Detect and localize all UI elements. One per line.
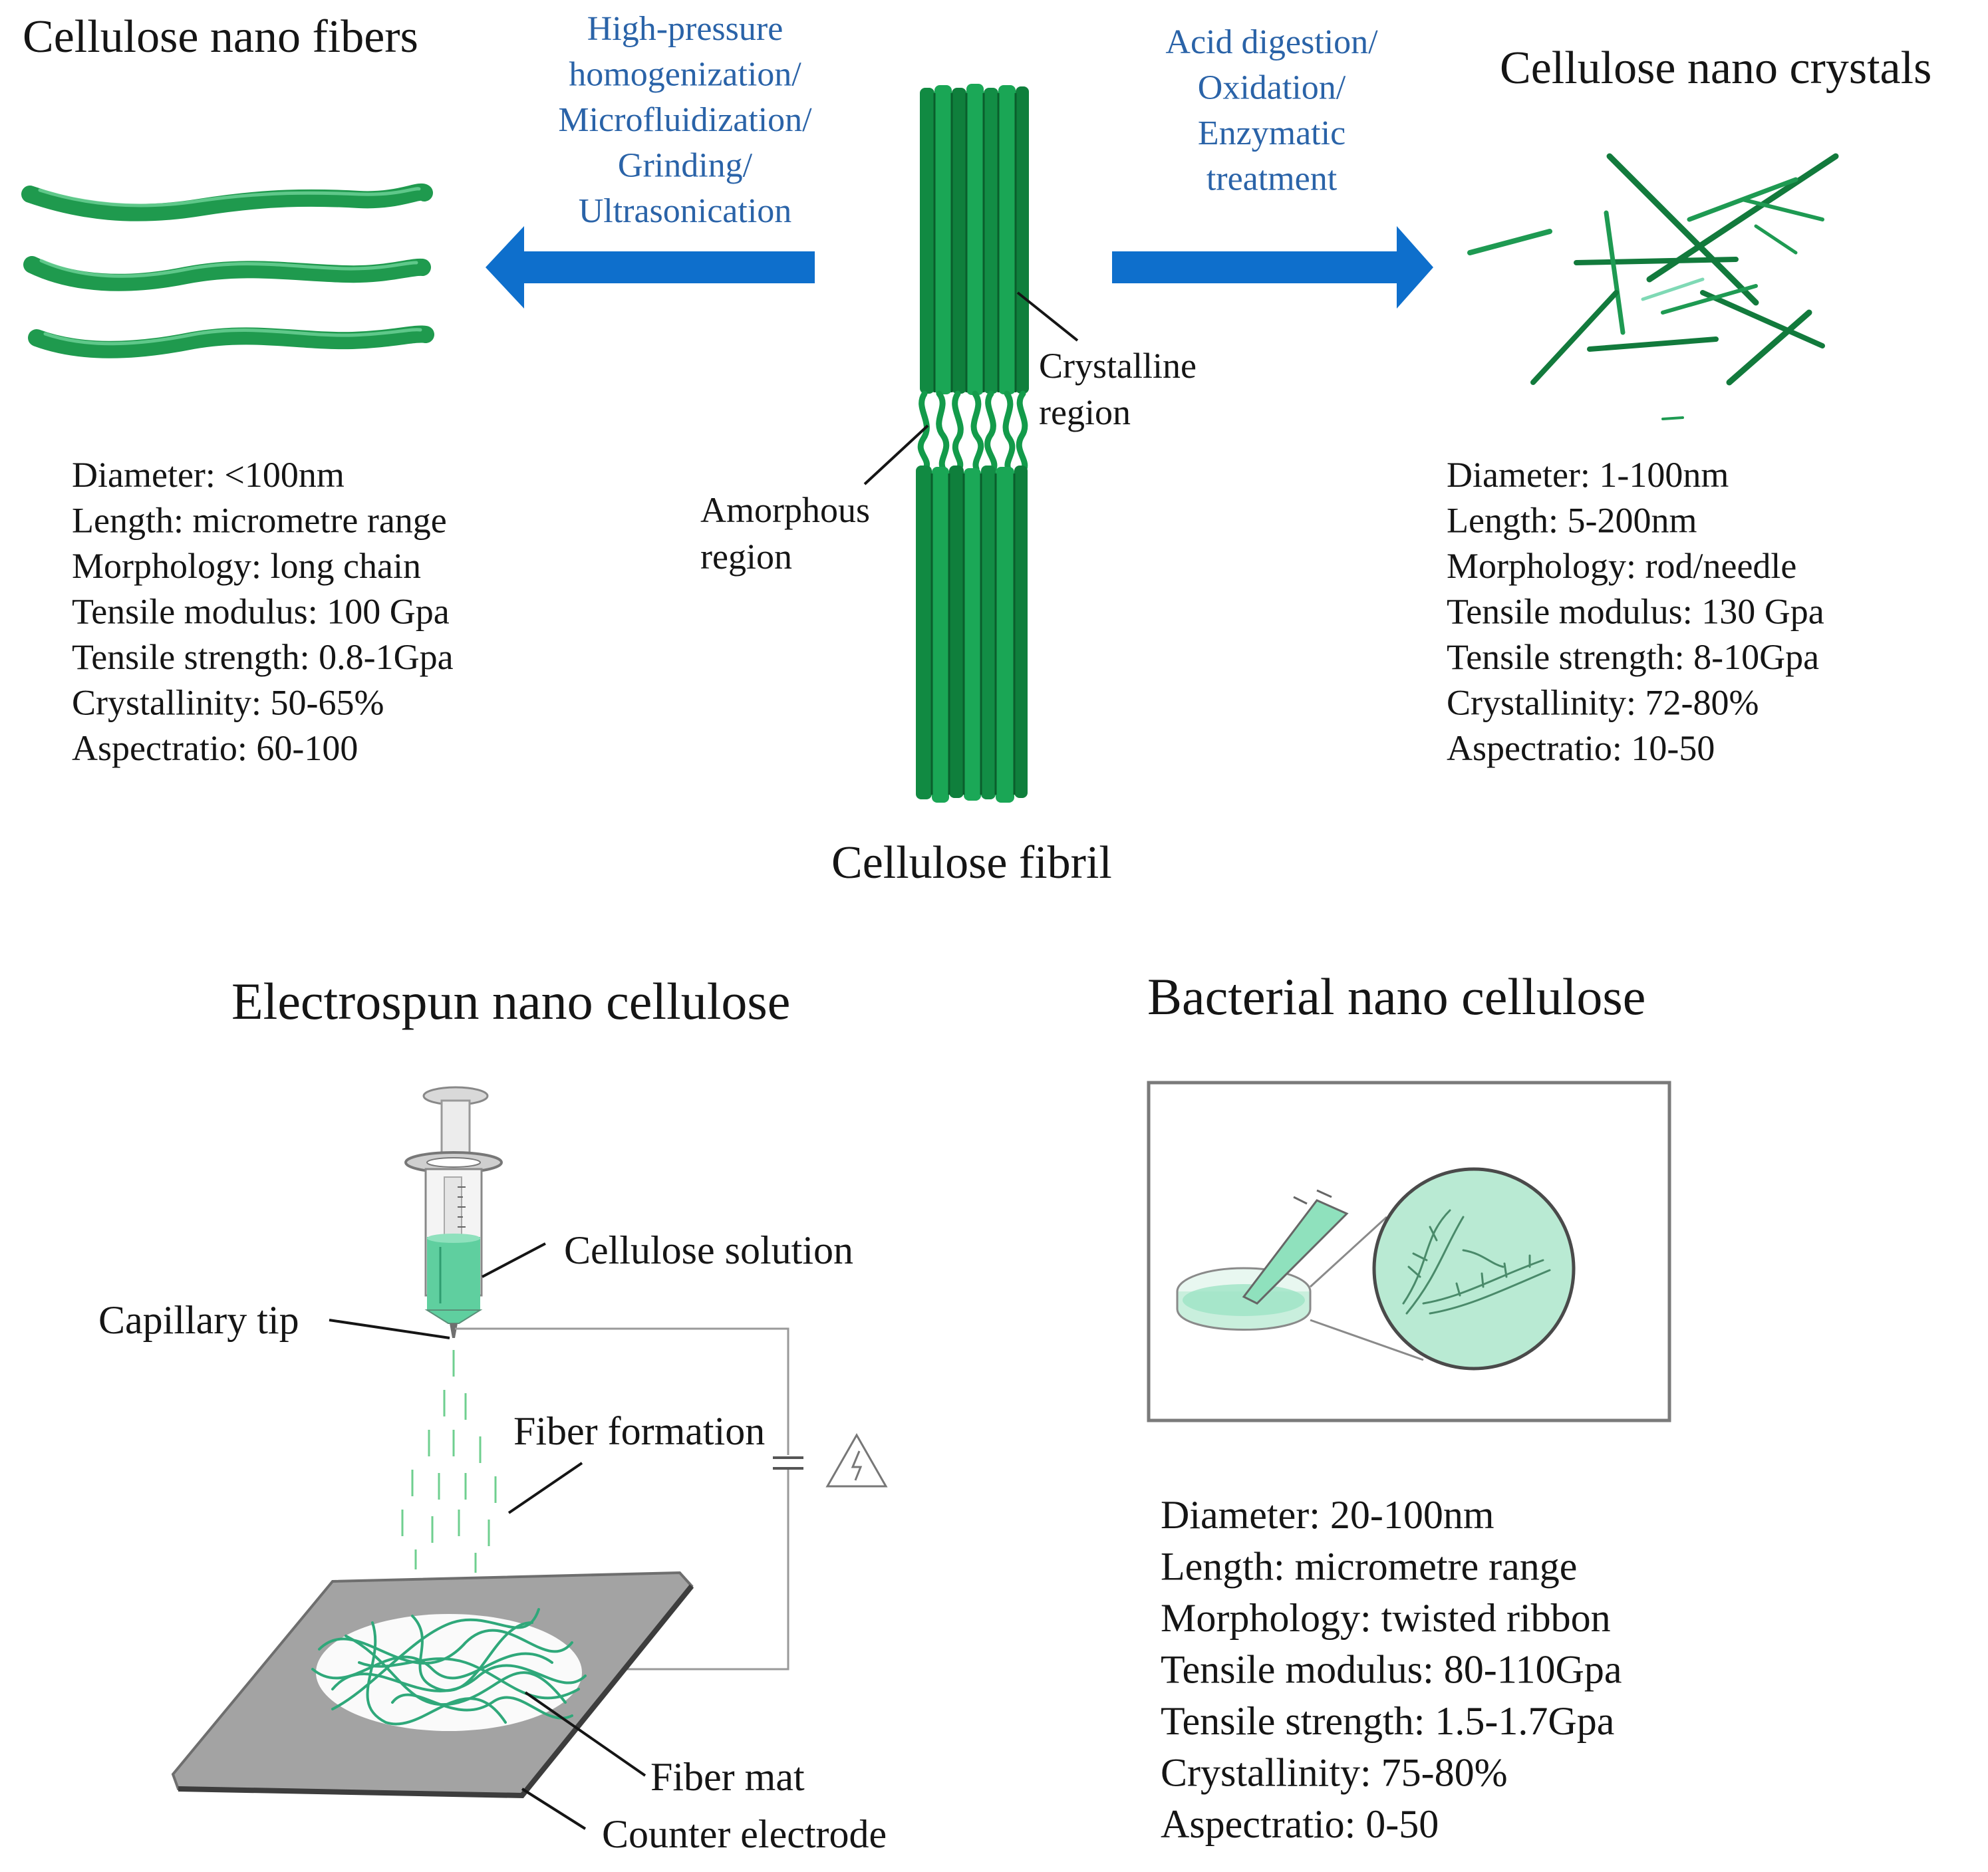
crystalline-region-label: Crystalline region — [1039, 346, 1197, 432]
cnf-fiber-1-highlight — [38, 187, 421, 207]
bacterial-property-6: Crystallinity: 75-80% — [1161, 1751, 1508, 1795]
cnf-property-4: Tensile modulus: 100 Gpa — [72, 592, 450, 632]
fiber-mat-patch — [316, 1614, 582, 1731]
mat-leader-line — [524, 1691, 646, 1777]
capillary-leader-line — [329, 1319, 450, 1339]
cnc-title: Cellulose nano crystals — [1500, 43, 1931, 94]
cnc-property-7: Aspectratio: 10-50 — [1447, 728, 1715, 768]
left-process-line-5: Ultrasonication — [579, 192, 792, 230]
cellulose-solution-fill — [427, 1237, 480, 1310]
pipette-icon — [1242, 1199, 1349, 1305]
cnc-property-4: Tensile modulus: 130 Gpa — [1447, 592, 1824, 632]
solution-leader-line — [482, 1242, 546, 1278]
bacterial-property-7: Aspectratio: 0-50 — [1161, 1802, 1439, 1846]
fibril-amorphous-region — [917, 390, 1028, 472]
bacterial-property-1: Diameter: 20-100nm — [1161, 1493, 1494, 1537]
circuit-wire — [455, 1327, 789, 1455]
cnf-fiber-2 — [23, 256, 431, 291]
cnf-fiber-3-highlight — [43, 328, 422, 346]
crystalline-label-line-2: region — [1039, 392, 1131, 432]
cellulose-solution-label: Cellulose solution — [564, 1228, 853, 1272]
bacterial-property-5: Tensile strength: 1.5-1.7Gpa — [1161, 1699, 1614, 1743]
crystalline-label-line-1: Crystalline — [1039, 346, 1197, 386]
fibril-upper-crystalline — [920, 84, 1029, 395]
cnc-property-1: Diameter: 1-100nm — [1447, 455, 1729, 495]
crystalline-leader-line — [1016, 291, 1079, 342]
cnf-property-2: Length: micrometre range — [72, 501, 447, 541]
cnc-property-5: Tensile strength: 8-10Gpa — [1447, 637, 1819, 677]
bacterial-property-4: Tensile modulus: 80-110Gpa — [1161, 1648, 1622, 1692]
syringe-plunger-rod — [440, 1099, 471, 1158]
fiber-mat-tangle — [311, 1608, 587, 1726]
cnf-fiber-1 — [21, 183, 433, 221]
cnc-property-2: Length: 5-200nm — [1447, 501, 1697, 541]
high-voltage-icon — [825, 1432, 888, 1488]
cellulose-fibril-illustration — [863, 84, 1079, 803]
cnc-property-6: Crystallinity: 72-80% — [1447, 683, 1759, 723]
bacterial-network — [1402, 1209, 1551, 1315]
amorphous-label-line-2: region — [700, 537, 792, 577]
left-process-label: High-pressure homogenization/Microfluidiz… — [558, 10, 812, 230]
counter-electrode-label: Counter electrode — [602, 1812, 887, 1856]
cnf-property-3: Morphology: long chain — [72, 546, 421, 586]
fibril-title: Cellulose fibril — [831, 837, 1112, 888]
cnc-needles-illustration — [1467, 153, 1839, 420]
left-process-line-3: Microfluidization/ — [558, 101, 812, 139]
cnf-property-6: Crystallinity: 50-65% — [72, 683, 384, 723]
formation-leader-line — [507, 1462, 583, 1514]
amorphous-region-label: Amorphous region — [700, 490, 870, 577]
bacterial-property-3: Morphology: twisted ribbon — [1161, 1596, 1611, 1640]
cnf-fiber-2-highlight — [39, 259, 418, 278]
right-process-line-2: Oxidation/ — [1198, 69, 1346, 107]
cnf-property-1: Diameter: <100nm — [72, 455, 345, 495]
right-process-label: Acid digestion/Oxidation/Enzymatic treatm… — [1165, 23, 1378, 198]
fiber-formation-label: Fiber formation — [513, 1409, 765, 1453]
capillary-tip — [450, 1323, 458, 1338]
bacterial-title: Bacterial nano cellulose — [1147, 968, 1645, 1025]
right-process-line-1: Acid digestion/ — [1165, 23, 1378, 61]
electrode-leader-line — [521, 1788, 587, 1830]
magnified-view — [1372, 1167, 1576, 1371]
cnf-title: Cellulose nano fibers — [23, 11, 418, 63]
cnf-property-5: Tensile strength: 0.8-1Gpa — [72, 637, 454, 677]
electrospun-title: Electrospun nano cellulose — [231, 972, 790, 1030]
left-process-line-4: Grinding/ — [618, 147, 753, 185]
right-process-line-3: Enzymatic — [1198, 114, 1346, 152]
bacterial-culture-illustration — [1147, 1081, 1671, 1422]
cnf-fiber-3 — [28, 325, 434, 358]
bacterial-property-2: Length: micrometre range — [1161, 1545, 1577, 1589]
fibril-lower-crystalline — [916, 466, 1028, 803]
right-process-line-4: treatment — [1207, 160, 1338, 198]
fiber-mat-label: Fiber mat — [650, 1755, 805, 1799]
left-process-line-2: homogenization/ — [569, 56, 801, 94]
fiber-spray — [401, 1350, 497, 1573]
amorphous-leader-line — [863, 424, 929, 485]
cnc-property-3: Morphology: rod/needle — [1447, 546, 1796, 586]
right-arrow-icon — [1112, 226, 1433, 309]
amorphous-label-line-1: Amorphous — [700, 490, 870, 530]
cnf-property-7: Aspectratio: 60-100 — [72, 728, 358, 768]
capillary-tip-label: Capillary tip — [98, 1298, 299, 1342]
electrospinning-setup-illustration — [171, 1086, 888, 1830]
left-arrow-icon — [486, 226, 815, 309]
cnf-fibers-illustration — [21, 183, 434, 358]
left-process-line-1: High-pressure — [587, 10, 783, 48]
